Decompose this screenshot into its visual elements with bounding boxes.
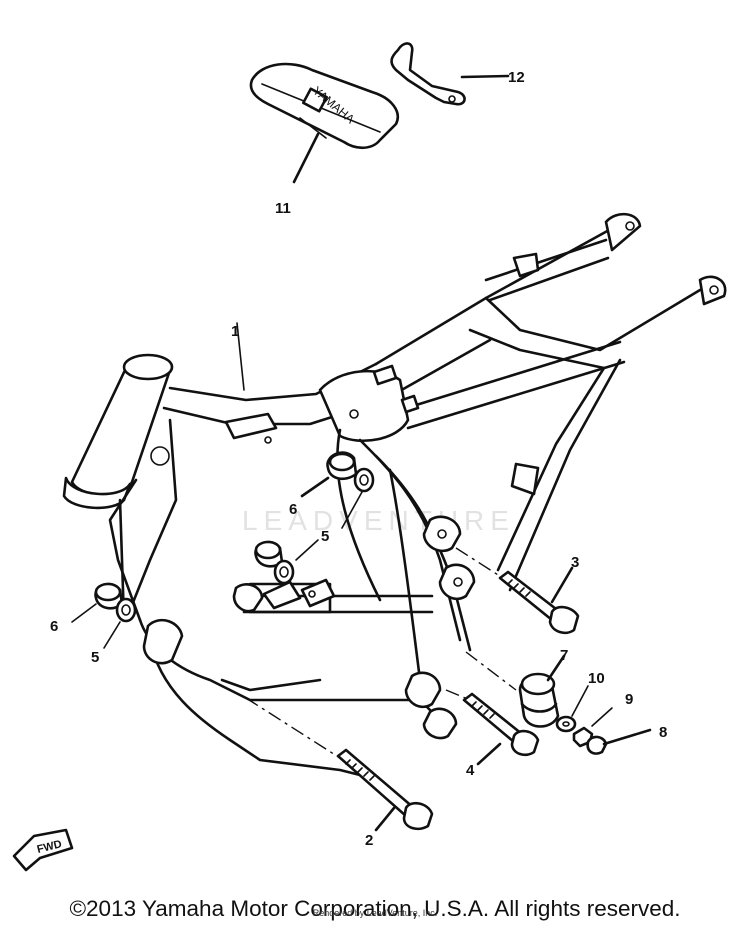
copyright-notice: ©2013 Yamaha Motor Corporation, U.S.A. A… (69, 896, 681, 921)
rubber-bushing-part (465, 651, 566, 728)
tool-pouch-part: YAMAHA (249, 62, 399, 184)
upper-washer-part (341, 467, 375, 529)
callout-1: 1 (231, 323, 239, 340)
watermark: LEADVENTURE (242, 505, 515, 536)
middle-bushing-part (254, 540, 284, 568)
fwd-label: FWD (36, 838, 63, 856)
callout-10: 10 (588, 670, 605, 687)
callout-7: 7 (560, 647, 568, 664)
callout-5-upper: 5 (321, 528, 329, 545)
main-frame-part (62, 212, 727, 782)
bolt-3-part (455, 547, 580, 635)
callout-12: 12 (508, 69, 525, 86)
bolt-2-part (245, 697, 434, 832)
middle-washer-part (273, 539, 319, 585)
upper-bushing-part (300, 451, 358, 498)
rendered-by-note: Rendered by LeadVenture, Inc. (312, 908, 438, 918)
bolt-4-part (445, 689, 540, 766)
bolt-8-part (586, 728, 652, 755)
callout-11: 11 (275, 200, 291, 217)
callout-3: 3 (571, 554, 579, 571)
callout-6-lower: 6 (50, 618, 58, 635)
callout-2: 2 (365, 832, 373, 849)
fwd-direction-arrow: FWD (12, 828, 74, 872)
bracket-part (390, 42, 510, 106)
callout-8: 8 (659, 724, 667, 741)
washer-10-part (555, 685, 589, 733)
callout-4: 4 (466, 762, 475, 779)
callout-5-lower: 5 (91, 649, 99, 666)
callout-6-upper: 6 (289, 501, 297, 518)
lower-washer-part (103, 597, 137, 649)
callout-9: 9 (625, 691, 633, 708)
lower-bushing-part (71, 582, 124, 623)
